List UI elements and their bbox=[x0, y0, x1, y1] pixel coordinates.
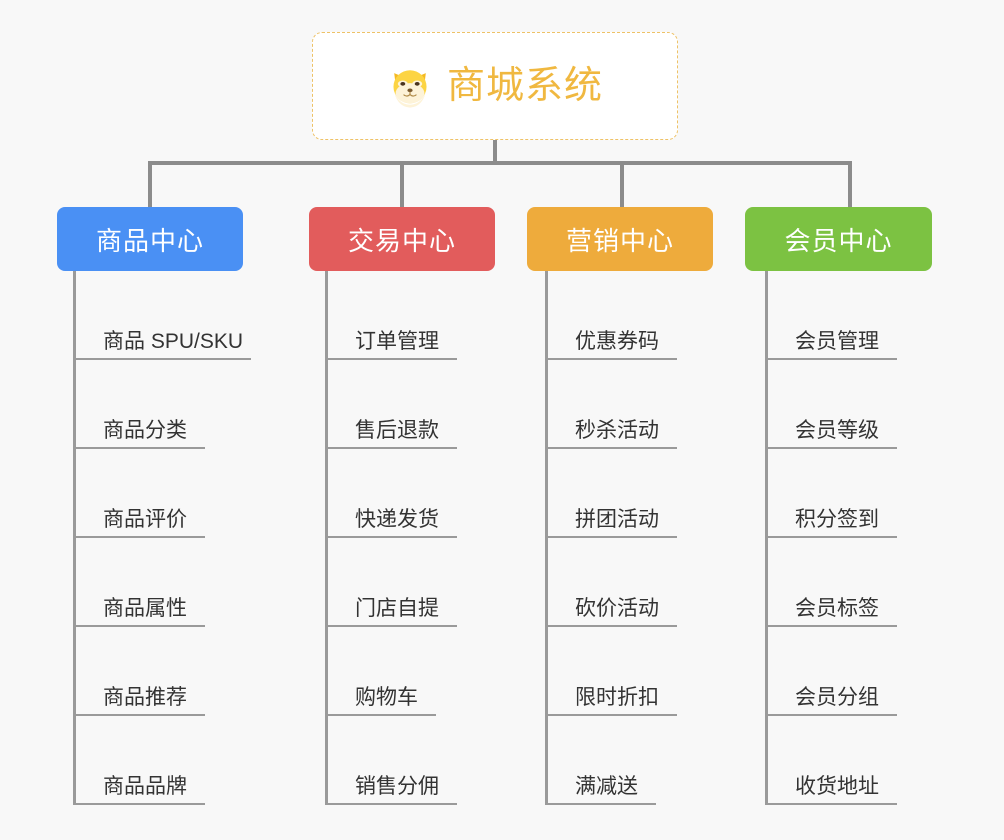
connector-drop-1 bbox=[148, 161, 152, 208]
leaf-underline bbox=[765, 625, 897, 627]
branch-stem-4 bbox=[765, 271, 768, 805]
connector-root-stem bbox=[493, 140, 497, 164]
category-label: 会员中心 bbox=[784, 225, 893, 256]
category-label: 营销中心 bbox=[565, 225, 674, 256]
leaf-underline bbox=[325, 536, 457, 538]
leaf-label: 商品品牌 bbox=[103, 775, 187, 798]
leaf-underline bbox=[73, 714, 205, 716]
branch-stem-1 bbox=[73, 271, 76, 805]
leaf-item[interactable]: 拼团活动 bbox=[545, 449, 677, 538]
leaf-label: 优惠券码 bbox=[575, 330, 659, 353]
leaf-label: 收货地址 bbox=[795, 775, 879, 798]
leaf-underline bbox=[73, 447, 205, 449]
leaf-item[interactable]: 商品 SPU/SKU bbox=[73, 271, 251, 360]
leaf-underline bbox=[325, 625, 457, 627]
category-box-2[interactable]: 交易中心 bbox=[309, 207, 495, 271]
leaf-underline bbox=[325, 447, 457, 449]
leaf-underline bbox=[73, 803, 205, 805]
root-node[interactable]: 商城系统 bbox=[312, 32, 678, 140]
leaf-item[interactable]: 限时折扣 bbox=[545, 627, 677, 716]
leaf-label: 会员分组 bbox=[795, 686, 879, 709]
connector-horizontal-bar bbox=[148, 161, 850, 165]
dog-face-icon bbox=[387, 63, 433, 109]
leaf-underline bbox=[545, 447, 677, 449]
branch-stem-2 bbox=[325, 271, 328, 805]
leaf-item[interactable]: 商品评价 bbox=[73, 449, 205, 538]
leaf-underline bbox=[545, 714, 677, 716]
leaf-item[interactable]: 积分签到 bbox=[765, 449, 897, 538]
leaf-label: 积分签到 bbox=[795, 508, 879, 531]
root-title: 商城系统 bbox=[446, 65, 603, 107]
leaf-item[interactable]: 会员标签 bbox=[765, 538, 897, 627]
leaf-label: 砍价活动 bbox=[575, 597, 659, 620]
leaf-underline bbox=[325, 714, 436, 716]
leaf-label: 会员等级 bbox=[795, 419, 879, 442]
connector-drop-3 bbox=[620, 161, 624, 208]
category-box-4[interactable]: 会员中心 bbox=[745, 207, 932, 271]
leaf-label: 商品分类 bbox=[103, 419, 187, 442]
leaf-underline bbox=[73, 536, 205, 538]
leaf-label: 购物车 bbox=[355, 686, 418, 709]
leaf-label: 商品属性 bbox=[103, 597, 187, 620]
category-box-1[interactable]: 商品中心 bbox=[57, 207, 243, 271]
leaf-item[interactable]: 售后退款 bbox=[325, 360, 457, 449]
leaf-underline bbox=[765, 803, 897, 805]
leaf-label: 商品推荐 bbox=[103, 686, 187, 709]
leaf-item[interactable]: 商品属性 bbox=[73, 538, 205, 627]
leaf-item[interactable]: 门店自提 bbox=[325, 538, 457, 627]
leaf-underline bbox=[73, 358, 251, 360]
category-label: 商品中心 bbox=[95, 225, 204, 256]
leaf-label: 限时折扣 bbox=[575, 686, 659, 709]
leaf-item[interactable]: 会员等级 bbox=[765, 360, 897, 449]
category-box-3[interactable]: 营销中心 bbox=[527, 207, 713, 271]
leaf-item[interactable]: 砍价活动 bbox=[545, 538, 677, 627]
leaf-underline bbox=[765, 536, 897, 538]
leaf-underline bbox=[765, 447, 897, 449]
leaf-label: 满减送 bbox=[575, 775, 638, 798]
leaf-label: 商品 SPU/SKU bbox=[103, 330, 244, 353]
leaf-item[interactable]: 秒杀活动 bbox=[545, 360, 677, 449]
leaf-underline bbox=[545, 536, 677, 538]
leaf-item[interactable]: 购物车 bbox=[325, 627, 436, 716]
leaf-item[interactable]: 优惠券码 bbox=[545, 271, 677, 360]
leaf-item[interactable]: 商品分类 bbox=[73, 360, 205, 449]
leaf-underline bbox=[765, 714, 897, 716]
leaf-underline bbox=[545, 803, 656, 805]
leaf-label: 快递发货 bbox=[355, 508, 439, 531]
leaf-label: 门店自提 bbox=[355, 597, 439, 620]
connector-drop-4 bbox=[848, 161, 852, 208]
leaf-item[interactable]: 满减送 bbox=[545, 716, 656, 805]
leaf-label: 会员标签 bbox=[795, 597, 879, 620]
leaf-item[interactable]: 收货地址 bbox=[765, 716, 897, 805]
leaf-label: 商品评价 bbox=[103, 508, 187, 531]
leaf-item[interactable]: 会员分组 bbox=[765, 627, 897, 716]
leaf-underline bbox=[545, 358, 677, 360]
leaf-item[interactable]: 快递发货 bbox=[325, 449, 457, 538]
leaf-label: 会员管理 bbox=[795, 330, 879, 353]
leaf-item[interactable]: 订单管理 bbox=[325, 271, 457, 360]
category-label: 交易中心 bbox=[347, 225, 456, 256]
leaf-underline bbox=[765, 358, 897, 360]
leaf-label: 秒杀活动 bbox=[575, 419, 659, 442]
leaf-underline bbox=[545, 625, 677, 627]
leaf-label: 订单管理 bbox=[355, 330, 439, 353]
connector-drop-2 bbox=[400, 161, 404, 208]
leaf-item[interactable]: 销售分佣 bbox=[325, 716, 457, 805]
leaf-underline bbox=[325, 358, 457, 360]
leaf-underline bbox=[73, 625, 205, 627]
leaf-item[interactable]: 会员管理 bbox=[765, 271, 897, 360]
leaf-item[interactable]: 商品推荐 bbox=[73, 627, 205, 716]
leaf-label: 销售分佣 bbox=[355, 775, 439, 798]
leaf-item[interactable]: 商品品牌 bbox=[73, 716, 205, 805]
leaf-label: 拼团活动 bbox=[575, 508, 659, 531]
leaf-label: 售后退款 bbox=[355, 419, 439, 442]
leaf-underline bbox=[325, 803, 457, 805]
branch-stem-3 bbox=[545, 271, 548, 805]
